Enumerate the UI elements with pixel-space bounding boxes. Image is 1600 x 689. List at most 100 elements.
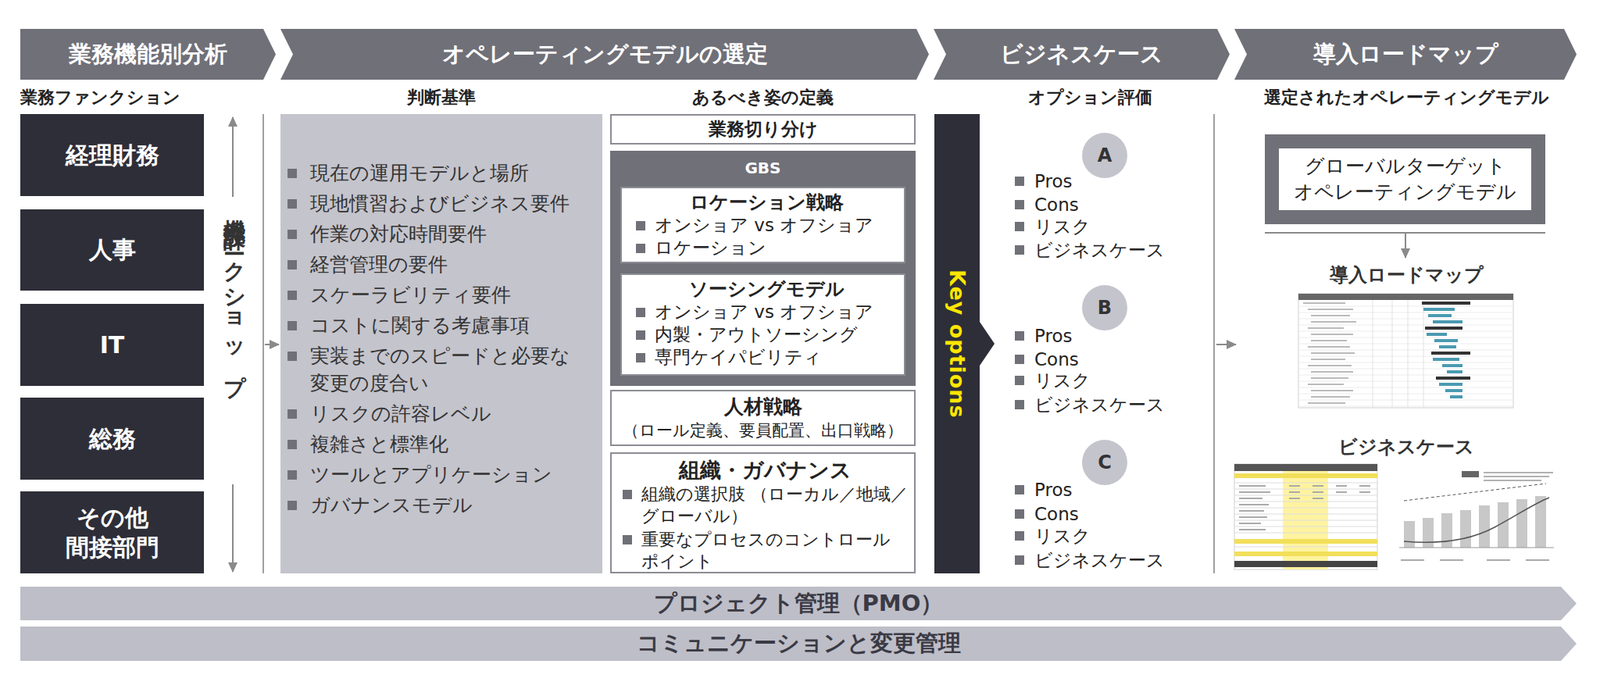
flow-arrow [1216,343,1236,346]
workstream-band: コミュニケーションと変更管理 [20,626,1577,661]
box-heading: 人材戦略 [724,394,803,420]
bullet-text: 経営管理の要件 [310,250,448,279]
bullet-item: オンショア vs オフショア [635,214,898,237]
definition-box: 組織・ガバナンス組織の選択肢 （ローカル／地域／グローバル）重要なプロセスのコン… [610,452,916,574]
chart-legend [1400,559,1550,561]
bullet-item: ガバナンスモデル [287,491,597,519]
node-label: 導入ロードマップ [1313,39,1499,71]
bullet-text: 組織の選択肢 （ローカル／地域／グローバル） [641,483,908,528]
bullet-item: コストに関する考慮事項 [287,311,597,340]
bullet-item: ロケーション [635,236,898,260]
box-heading: ロケーション戦略 [635,190,898,215]
gbs-box: GBSロケーション戦略オンショア vs オフショアロケーションソーシングモデルオ… [610,150,916,386]
bullet-square [1014,354,1025,365]
bullet-item: ツールとアプリケーション [287,460,597,489]
key-options-band: Key options [934,114,995,574]
label-text: 業務ファンクション [20,87,181,108]
bullet-text: 現地慣習およびビジネス要件 [310,189,570,218]
bullet-item: 実装までのスピードと必要な 変更の度合い [287,342,597,397]
option-circle: B [1082,285,1128,331]
option-point: リスク [1014,525,1195,547]
chart-trend-dashed [1403,483,1547,501]
flow-arrow [1404,232,1407,258]
bullet-item: スケーラビリティ要件 [287,281,597,309]
option-point: Pros [1014,170,1195,193]
function-box: IT [20,303,204,386]
bullet-square [1014,331,1025,341]
option-point: Pros [1014,478,1195,501]
bullet-item: 組織の選択肢 （ローカル／地域／グローバル） [622,483,908,528]
phase-chevron: 導入ロードマップ [1234,28,1577,80]
bullet-item: 重要なプロセスのコントロール ポイント [622,528,908,573]
workshop-arrow [232,117,234,197]
workshop-label: 機能設計ワークショップ [220,201,247,386]
label-text: 機能設計ワークショップ [221,201,247,386]
bullet-text: リスクの許容レベル [310,400,492,428]
bullet-text: オンショア vs オフショア [654,300,874,324]
box-body: （ロール定義、要員配置、出口戦略） [622,419,904,442]
bullet-text: スケーラビリティ要件 [310,281,511,309]
bullet-square [1014,509,1025,519]
option-point: Cons [1014,348,1195,371]
bullet-square [287,321,297,331]
node-label: GBS [610,150,916,178]
bullet-square [622,535,633,545]
table-cell-marks [1239,485,1371,530]
phase-chevron: 業務機能別分析 [20,28,276,80]
label-text: ビジネスケース [1034,393,1165,416]
label-text: Pros [1034,325,1072,347]
bullet-square [1014,555,1025,565]
bullet-text: オンショア vs オフショア [654,214,874,237]
flow-arrow [264,343,279,346]
bullet-item: 現地慣習およびビジネス要件 [287,189,597,218]
node-label: A [1097,144,1113,167]
bullet-text: コストに関する考慮事項 [310,311,530,340]
option-circle: C [1082,439,1128,486]
bullet-item: 作業の対応時間要件 [287,220,597,248]
bullet-text: 実装までのスピードと必要な 変更の度合い [310,342,597,397]
bullet-square [287,260,297,270]
phase-chevron: ビジネスケース [933,28,1230,80]
label-text: Cons [1034,503,1079,525]
column-heading: オプション評価 [1000,86,1180,109]
label-text: 選定されたオペレーティングモデル [1264,87,1550,108]
bullet-text: ツールとアプリケーション [310,460,553,489]
function-box: 総務 [20,397,204,480]
label-text: リスク [1034,369,1091,392]
phase-chevron: オペレーティングモデルの選定 [280,28,929,80]
function-box: 人事 [20,209,204,291]
label-text: リスク [1034,525,1091,547]
business-case-chart-thumbnail [1392,469,1561,570]
chart-bars [1403,496,1547,548]
chart-axis [1399,547,1554,549]
label-text: Pros [1034,478,1072,501]
gantt-chart-thumbnail [1298,293,1514,408]
node-label: グローバルターゲット オペレーティングモデル [1278,153,1532,205]
chart-curve [1403,497,1550,543]
thumbnail-caption: ビジネスケース [1296,435,1516,459]
chart-frame [1392,469,1561,570]
bullet-item: オンショア vs オフショア [635,300,898,324]
option-point: リスク [1014,369,1195,392]
bullet-text: 作業の対応時間要件 [310,220,487,248]
bullet-square [1014,485,1025,495]
label-text: Cons [1034,193,1079,216]
box-heading: 組織・ガバナンス [622,457,908,484]
option-point: Cons [1014,503,1195,525]
bullet-square [1014,375,1025,386]
bullet-square [287,439,297,450]
bullet-text: 現在の運用モデルと場所 [310,159,529,187]
column-heading: 選定されたオペレーティングモデル [1250,86,1563,109]
node-label: その他 間接部門 [29,503,195,562]
label-text: Pros [1034,170,1072,193]
node-label: 総務 [89,424,136,454]
gantt-task-bars [1423,307,1463,399]
table-header [1234,464,1378,472]
divider-line [1213,114,1215,574]
bullet-text: ロケーション [654,236,767,260]
strategy-box: ロケーション戦略オンショア vs オフショアロケーション [620,186,906,264]
label-text: 判断基準 [407,87,476,108]
node-label: IT [100,330,125,361]
node-label: オペレーティングモデルの選定 [442,39,768,71]
